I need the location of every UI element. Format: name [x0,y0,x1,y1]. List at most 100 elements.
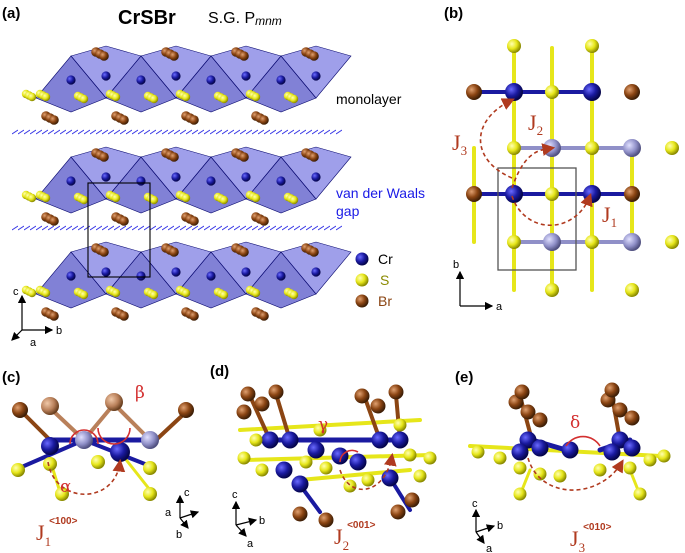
s-atom [507,235,521,249]
beta-label: β [135,383,145,403]
s-atom [299,455,313,469]
cr-atom [206,176,216,186]
s-atom [513,461,527,475]
s-atom [361,473,375,487]
s-atom [593,463,607,477]
cr-atom [206,271,216,281]
s-atom [657,449,671,463]
br-atom [390,504,406,520]
j3-010-path [527,457,624,491]
cr-atom [623,139,641,157]
s-atom [143,461,157,475]
j1-100-label: J1<100> [36,516,78,549]
axis-c-label-e: c [472,498,478,510]
s-atom [545,187,559,201]
s-atom [111,193,121,203]
cr-atom [291,475,309,493]
s-atom [237,451,251,465]
axes-d: c b a [231,489,265,550]
axis-a-label-c: a [165,507,172,519]
cr-atom [281,431,299,449]
monolayer-label: monolayer [336,91,402,107]
cr-atom [349,453,367,471]
cr-atom [561,441,579,459]
br-atom [309,51,319,61]
axes-c: c a b [165,487,200,541]
axis-c-label-d: c [232,489,238,501]
s-atom [219,195,229,205]
s-atom [43,457,57,471]
bond [20,410,52,442]
legend-br-label: Br [378,293,392,309]
cr-atom [136,75,146,85]
cr-atom [101,71,111,81]
j1-100-path [47,458,126,495]
cr-atom [519,431,537,449]
s-atom [55,487,69,501]
s-atom [219,94,229,104]
cr-atom [611,431,629,449]
s-atom [41,193,51,203]
cr-atom [276,75,286,85]
br-atom [292,506,308,522]
cr-atom [583,83,601,101]
panel-d: (d) γ J2<001> c b a [210,363,437,553]
cr-atom [41,437,59,455]
br-atom [99,247,109,257]
s-atom [507,39,521,53]
cluster-d [236,384,437,528]
br-atom [354,388,370,404]
br-atom [169,247,179,257]
cr-atom [505,83,523,101]
axis-b-label: b [56,325,62,337]
cr-atom [623,233,641,251]
s-atom [585,141,599,155]
br-atom [189,115,199,125]
cr-atom [171,172,181,182]
legend-cr-swatch [355,252,369,266]
br-atom [259,115,269,125]
cr-atom [311,71,321,81]
axis-c-label: c [13,286,19,298]
s-atom [289,94,299,104]
axes-a: c b a [11,286,62,349]
s-atom [413,469,427,483]
panel-d-label: (d) [210,363,229,380]
s-atom [27,193,37,203]
panel-a: (a) CrSBr S.G. Pmnm monolayer van der Wa… [2,5,425,349]
cr-atom [276,176,286,186]
cr-atom [136,176,146,186]
br-atom [604,382,620,398]
layer-2 [21,146,352,226]
j3-010-label: J3<010> [570,522,612,553]
cr-atom [307,441,325,459]
br-atom [239,152,249,162]
j2-label: J2 [528,110,543,138]
br-atom [119,216,129,226]
element-legend: Cr S Br [355,251,393,309]
panel-e-label: (e) [455,369,473,386]
j2-path [511,143,556,189]
br-atom [254,396,270,412]
layer-3 [21,241,352,321]
cluster-e [468,382,671,501]
s-atom [665,141,679,155]
cr-atom [110,442,130,462]
br-atom [169,51,179,61]
s-atom [507,141,521,155]
s-atom [493,451,507,465]
j3-path [479,98,515,179]
vdw-gap-label-line2: gap [336,203,360,219]
br-atom [49,115,59,125]
legend-s-label: S [380,272,389,288]
legend-br-swatch [355,294,369,308]
s-atom [665,235,679,249]
axes-b: b a [453,259,503,313]
br-atom [49,216,59,226]
br-atom [189,216,199,226]
s-atom [343,479,357,493]
s-atom [79,195,89,205]
delta-label: δ [570,413,580,433]
s-atom [423,451,437,465]
j3-label: J3 [452,130,467,158]
